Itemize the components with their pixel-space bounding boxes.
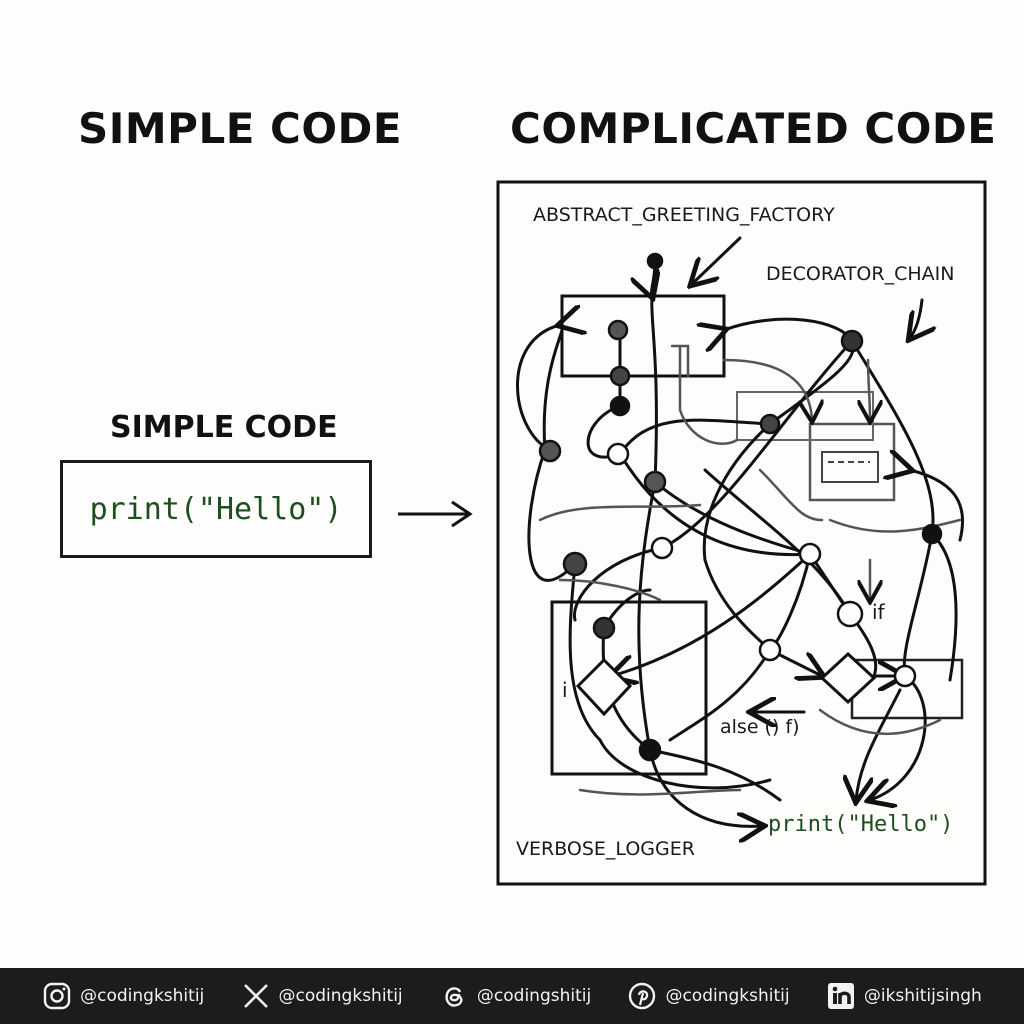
social-footer: @codingkshitij @codingkshitij @codingshi… <box>0 968 1024 1024</box>
social-x[interactable]: @codingkshitij <box>241 981 403 1011</box>
simple-code-heading: SIMPLE CODE <box>78 104 403 153</box>
x-handle: @codingkshitij <box>278 986 403 1006</box>
social-pinterest[interactable]: @codingkshitij <box>627 981 790 1011</box>
social-linkedin[interactable]: @ikshitijsingh <box>826 981 982 1011</box>
threads-icon <box>445 987 463 1007</box>
logger-box <box>550 600 708 776</box>
complicated-code-diagram <box>496 180 987 886</box>
factory-label: ABSTRACT_GREETING_FACTORY <box>533 204 835 226</box>
social-instagram[interactable]: @codingkshitij <box>42 981 204 1011</box>
instagram-icon <box>43 982 71 1010</box>
logger-label: VERBOSE_LOGGER <box>516 838 695 860</box>
i-label: i <box>562 678 568 702</box>
decorator-label: DECORATOR_CHAIN <box>766 263 955 285</box>
complicated-code-heading: COMPLICATED CODE <box>510 104 997 153</box>
decision-diamond-right <box>819 651 877 705</box>
simple-code-label: SIMPLE CODE <box>110 410 338 445</box>
social-threads[interactable]: @codingshitij <box>439 981 591 1011</box>
x-icon <box>243 984 268 1008</box>
if-label: if <box>872 600 885 624</box>
complicated-frame <box>496 180 987 886</box>
linkedin-handle: @ikshitijsingh <box>863 986 982 1006</box>
linkedin-icon <box>827 983 854 1009</box>
threads-handle: @codingshitij <box>476 986 592 1006</box>
factory-box <box>560 294 726 378</box>
instagram-handle: @codingkshitij <box>80 986 205 1006</box>
right-arrow-icon <box>398 500 473 528</box>
simple-code-snippet: print("Hello") <box>89 491 343 527</box>
pinterest-icon <box>629 982 656 1010</box>
output-code-snippet: print("Hello") <box>768 812 954 837</box>
decision-diamond-left <box>575 657 633 717</box>
else-label: alse () f) <box>720 716 800 738</box>
pinterest-handle: @codingkshitij <box>665 986 790 1006</box>
simple-code-box: print("Hello") <box>60 460 372 558</box>
